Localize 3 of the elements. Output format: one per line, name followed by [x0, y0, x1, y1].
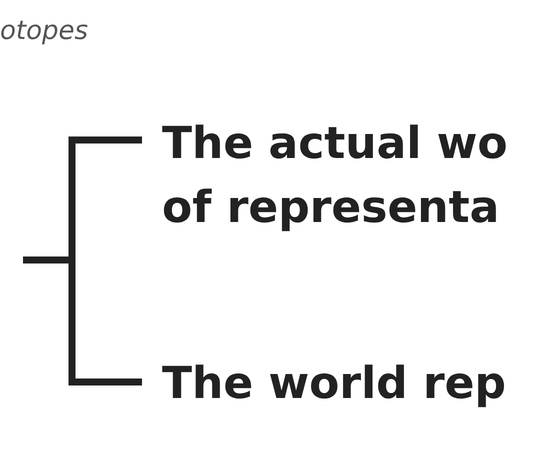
- heading-text: The world rep: [162, 357, 508, 411]
- heading-text: The actual wo of representa: [162, 117, 509, 235]
- title-fragment: otopes: [0, 18, 88, 44]
